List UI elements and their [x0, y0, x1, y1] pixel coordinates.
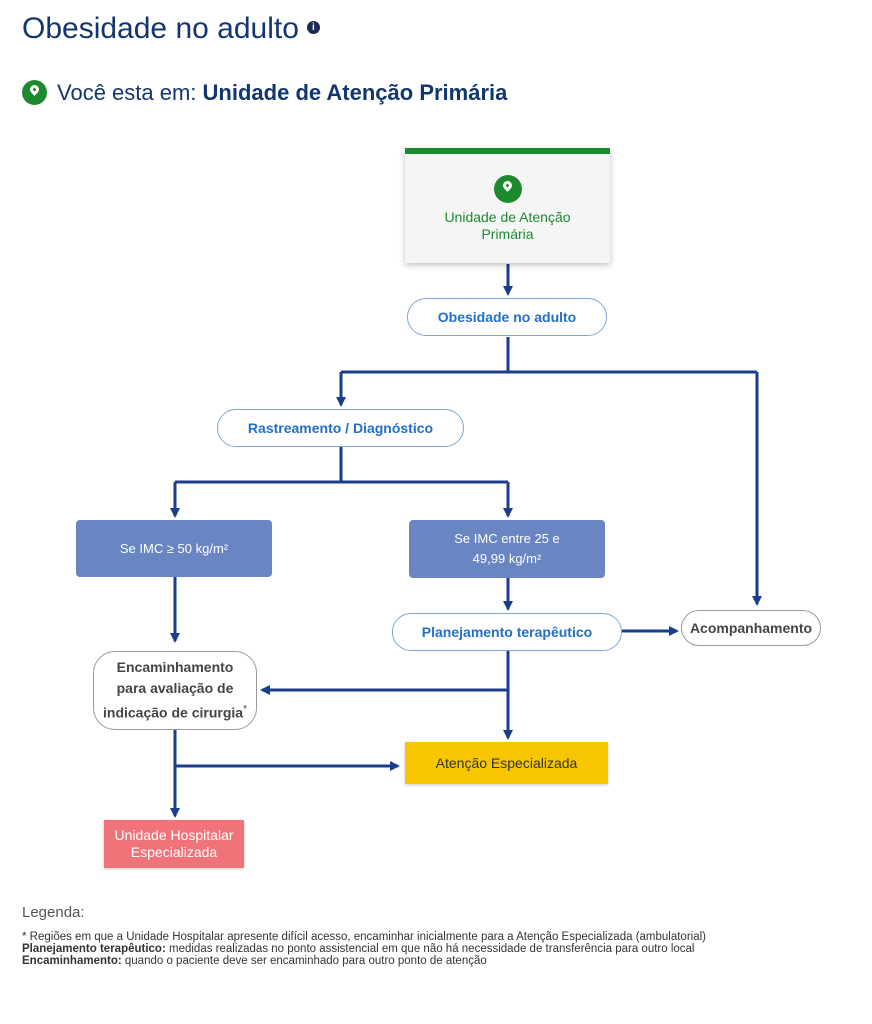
- location-prefix: Você esta em:: [57, 80, 197, 105]
- breadcrumb: Você esta em: Unidade de Atenção Primári…: [22, 79, 508, 107]
- imc-high-label: Se IMC ≥ 50 kg/m²: [119, 540, 229, 556]
- info-icon[interactable]: i: [306, 21, 320, 34]
- start-node[interactable]: Unidade de Atenção Primária: [405, 148, 610, 263]
- screening-node-label: Rastreamento / Diagnóstico: [247, 420, 434, 436]
- start-node-label: Unidade de Atenção Primária: [444, 208, 571, 242]
- legend-note: * Regiões em que a Unidade Hospitalar ap…: [22, 931, 706, 943]
- legend-planning: Planejamento terapêutico: medidas realiz…: [22, 943, 862, 955]
- planning-node-label: Planejamento terapêutico: [421, 624, 593, 640]
- location-value: Unidade de Atenção Primária: [202, 80, 508, 105]
- referral-footnote-mark: *: [243, 704, 247, 716]
- imc-high-node[interactable]: Se IMC ≥ 50 kg/m²: [76, 520, 272, 577]
- legend-planning-desc: medidas realizadas no ponto assistencial…: [165, 943, 695, 955]
- page-title-text: Obesidade no adulto: [22, 12, 299, 45]
- followup-node[interactable]: Acompanhamento: [681, 610, 821, 646]
- referral-label-2: para avaliação de: [116, 680, 234, 697]
- imc-mid-node[interactable]: Se IMC entre 25 e 49,99 kg/m²: [409, 520, 605, 578]
- page-title: Obesidade no adulto i: [22, 12, 320, 46]
- obesity-node-label: Obesidade no adulto: [437, 309, 577, 325]
- branch-line-obesity: [341, 337, 757, 374]
- branch-line-screening: [175, 446, 508, 484]
- referral-label-3: indicação de cirurgia*: [103, 699, 247, 724]
- hospital-node[interactable]: Unidade Hospitalar Especializada: [104, 820, 244, 868]
- followup-node-label: Acompanhamento: [689, 619, 813, 636]
- screening-node[interactable]: Rastreamento / Diagnóstico: [217, 409, 464, 447]
- legend-referral-term: Encaminhamento:: [22, 955, 122, 967]
- legend-referral: Encaminhamento: quando o paciente deve s…: [22, 955, 862, 967]
- obesity-node[interactable]: Obesidade no adulto: [407, 298, 607, 336]
- legend-title: Legenda:: [22, 904, 85, 921]
- legend: * Regiões em que a Unidade Hospitalar ap…: [22, 931, 862, 967]
- map-pin-icon: [22, 79, 47, 105]
- legend-referral-desc: quando o paciente deve ser encaminhado p…: [121, 955, 487, 967]
- hospital-label-1: Unidade Hospitalar: [114, 827, 234, 843]
- referral-label-1: Encaminhamento: [116, 659, 234, 676]
- legend-planning-term: Planejamento terapêutico:: [22, 943, 166, 955]
- specialized-node-label: Atenção Especializada: [435, 755, 578, 771]
- referral-label-3-text: indicação de cirurgia: [103, 704, 244, 721]
- map-pin-icon: [493, 174, 522, 203]
- imc-mid-label-1: Se IMC entre 25 e: [454, 531, 560, 546]
- imc-mid-label-2: 49,99 kg/m²: [472, 551, 542, 566]
- specialized-node[interactable]: Atenção Especializada: [405, 742, 608, 784]
- hospital-label-2: Especializada: [130, 844, 218, 860]
- referral-node[interactable]: Encaminhamento para avaliação de indicaç…: [93, 651, 257, 730]
- planning-node[interactable]: Planejamento terapêutico: [392, 613, 622, 651]
